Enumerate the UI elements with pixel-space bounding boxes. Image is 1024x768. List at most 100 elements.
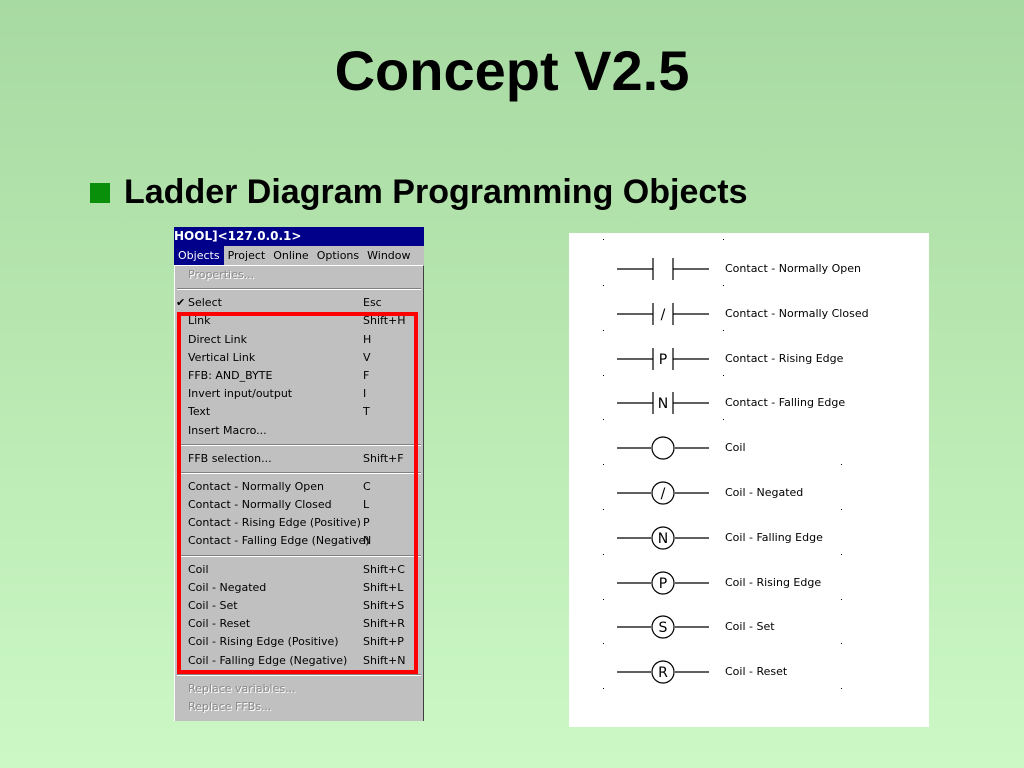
menu-separator <box>175 440 423 450</box>
menu-item-shortcut: H <box>363 332 372 346</box>
menu-item-label: Contact - Falling Edge (Negative) <box>188 534 370 548</box>
menubar-item-options[interactable]: Options <box>316 249 360 262</box>
menu-item-coil-falling-edge-negative[interactable]: Coil - Falling Edge (Negative)Shift+N <box>175 652 423 670</box>
menu-separator <box>175 670 423 680</box>
menu-item-label: Coil <box>188 562 209 576</box>
menu-item-label: Invert input/output <box>188 387 293 401</box>
symbol-mark: P <box>659 352 667 368</box>
coil-falling-edge-icon: N <box>617 526 709 550</box>
window-titlebar: HOOL]<127.0.0.1> <box>174 227 424 246</box>
menu-item-label: Coil - Negated <box>188 580 267 594</box>
symbol-label: Contact - Normally Closed <box>725 307 869 320</box>
grid-dot <box>603 419 604 420</box>
menu-item-ffb-selection[interactable]: FFB selection...Shift+F <box>175 450 423 468</box>
menu-item-label: Vertical Link <box>188 350 256 364</box>
menu-item-shortcut: Esc <box>363 296 382 310</box>
menu-item-properties[interactable]: Properties... <box>175 266 423 284</box>
symbol-mark: S <box>659 620 668 636</box>
menu-item-vertical-link[interactable]: Vertical Link V <box>175 349 423 367</box>
grid-dot <box>603 239 604 240</box>
symbol-mark: / <box>661 486 666 502</box>
menu-item-shortcut: Shift+C <box>363 562 405 576</box>
menu-separator <box>175 468 423 478</box>
menu-separator <box>175 551 423 561</box>
menubar-item-project[interactable]: Project <box>227 249 266 262</box>
symbol-mark: P <box>659 576 667 592</box>
menu-item-shortcut: Shift+H <box>363 314 406 328</box>
grid-dot <box>841 688 842 689</box>
menu-item-contact-rising-edge-positive[interactable]: Contact - Rising Edge (Positive)P <box>175 514 423 532</box>
grid-dot <box>841 643 842 644</box>
menu-item-shortcut: Shift+P <box>363 635 404 649</box>
symbol-label: Coil - Negated <box>725 486 804 499</box>
symbol-label: Contact - Normally Open <box>725 262 862 275</box>
coil-circle <box>651 436 675 460</box>
grid-dot <box>603 375 604 376</box>
menubar-item-objects[interactable]: Objects <box>174 246 224 265</box>
grid-dot <box>841 554 842 555</box>
menu-item-label: Select <box>188 296 222 310</box>
menu-item-label: Coil - Reset <box>188 617 251 631</box>
grid-dot <box>603 643 604 644</box>
menu-item-label: Text <box>188 405 211 419</box>
menu-item-shortcut: P <box>363 516 370 530</box>
menu-item-replace-ffbs[interactable]: Replace FFBs... <box>175 698 423 716</box>
coil-icon <box>617 436 709 460</box>
symbol-mark: R <box>658 665 668 681</box>
grid-dot <box>723 330 724 331</box>
menu-item-label: Contact - Rising Edge (Positive) <box>188 516 361 530</box>
grid-dot <box>841 599 842 600</box>
symbol-label: Contact - Rising Edge <box>725 352 844 365</box>
menu-item-insert-macro[interactable]: Insert Macro... <box>175 422 423 440</box>
checkmark-icon: ✔ <box>176 296 186 310</box>
coil-rising-edge-icon: P <box>617 571 709 595</box>
grid-dot <box>603 554 604 555</box>
coil-circle <box>651 526 675 550</box>
menu-item-ffb-and-byte[interactable]: FFB: AND_BYTE F <box>175 367 423 385</box>
bullet-row: Ladder Diagram Programming Objects <box>90 172 748 212</box>
symbol-mark: N <box>658 531 668 547</box>
menubar-item-window[interactable]: Window <box>367 249 411 262</box>
contact-normally-closed-icon: / <box>617 303 709 325</box>
symbol-label: Coil - Falling Edge <box>725 531 823 544</box>
symbol-label: Contact - Falling Edge <box>725 396 846 409</box>
coil-reset-icon: R <box>617 660 709 684</box>
grid-dot <box>841 464 842 465</box>
coil-circle <box>651 571 675 595</box>
menu-item-coil[interactable]: Coil Shift+C <box>175 561 423 579</box>
menu-item-coil-reset[interactable]: Coil - Reset Shift+R <box>175 615 423 633</box>
coil-set-icon: S <box>617 615 709 639</box>
contact-falling-edge-icon: N <box>617 392 709 414</box>
grid-dot <box>841 509 842 510</box>
menu-item-contact-falling-edge-negative[interactable]: Contact - Falling Edge (Negative)N <box>175 532 423 550</box>
menu-item-label: Contact - Normally Open <box>188 479 325 493</box>
menu-item-coil-rising-edge-positive[interactable]: Coil - Rising Edge (Positive)Shift+P <box>175 633 423 651</box>
coil-circle <box>651 481 675 505</box>
menu-item-label: FFB: AND_BYTE <box>188 368 273 382</box>
menu-item-shortcut: F <box>363 368 370 382</box>
menu-item-select[interactable]: ✔Select Esc <box>175 294 423 312</box>
menu-item-shortcut: Shift+S <box>363 599 405 612</box>
menu-item-label: Properties... <box>188 268 255 281</box>
menu-item-shortcut: Shift+N <box>363 653 406 667</box>
menu-item-replace-variables[interactable]: Replace variables... <box>175 680 423 698</box>
grid-dot <box>603 464 604 465</box>
menu-item-shortcut: Shift+R <box>363 617 405 631</box>
symbol-mark: / <box>661 307 666 323</box>
grid-dot <box>603 509 604 510</box>
menu-item-shortcut: V <box>363 350 371 364</box>
menubar-item-online[interactable]: Online <box>273 249 309 262</box>
grid-dot <box>723 375 724 376</box>
symbol-label: Coil - Set <box>725 620 775 633</box>
